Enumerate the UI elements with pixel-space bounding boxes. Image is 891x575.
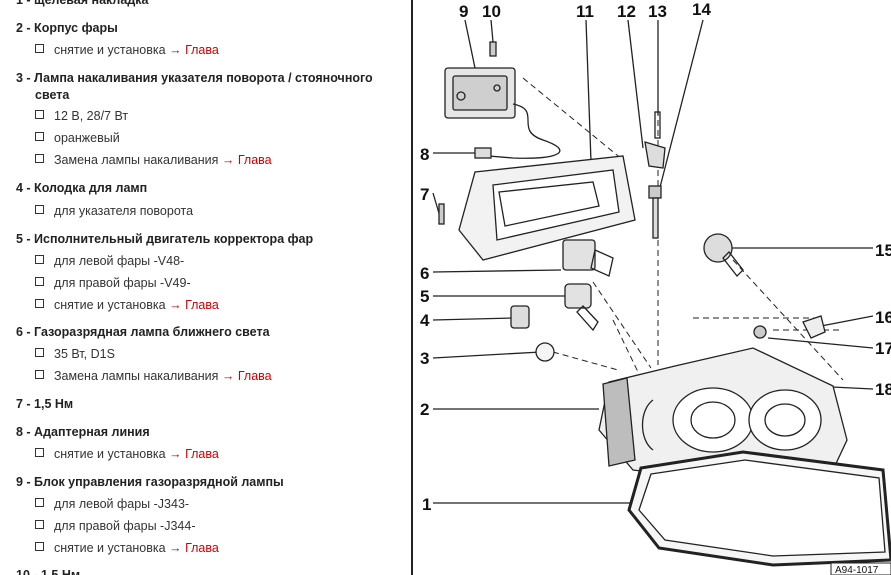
legend-subitem-text: снятие и установка bbox=[54, 447, 166, 461]
callout-10: 10 bbox=[482, 2, 501, 21]
legend-subitem: для левой фары -V48- bbox=[35, 254, 184, 268]
legend-subitem: для правой фары -V49- bbox=[35, 276, 191, 290]
square-bullet-icon bbox=[35, 154, 44, 163]
chapter-link[interactable]: → Глава bbox=[169, 43, 219, 57]
legend-subitem-text: для правой фары -J344- bbox=[54, 519, 196, 533]
exploded-diagram: 1 2 3 4 5 6 7 8 9 10 11 12 13 14 15 16 1… bbox=[413, 0, 891, 575]
legend-heading: 3 - Лампа накаливания указателя поворота… bbox=[16, 71, 373, 85]
legend-heading: 2 - Корпус фары bbox=[16, 21, 118, 35]
legend-heading-text: 6 - Газоразрядная лампа ближнего света bbox=[16, 325, 270, 339]
square-bullet-icon bbox=[35, 370, 44, 379]
legend-subitem-text: для левой фары -V48- bbox=[54, 254, 185, 268]
chapter-link[interactable]: → Глава bbox=[221, 153, 272, 167]
legend-subitem-text: Замена лампы накаливания bbox=[54, 369, 219, 383]
legend-subitem: снятие и установка → Глава bbox=[35, 298, 219, 312]
callout-18: 18 bbox=[875, 380, 891, 399]
panel-divider bbox=[411, 0, 413, 575]
callout-8: 8 bbox=[420, 145, 429, 164]
legend-heading-text: 10 - 1,5 Нм bbox=[16, 568, 81, 575]
square-bullet-icon bbox=[35, 132, 44, 141]
legend-subitem: Замена лампы накаливания → Глава bbox=[35, 153, 272, 167]
square-bullet-icon bbox=[35, 44, 44, 53]
legend-heading: 4 - Колодка для ламп bbox=[16, 181, 147, 195]
callout-3: 3 bbox=[420, 349, 429, 368]
callout-7: 7 bbox=[420, 185, 429, 204]
legend-heading-text: 7 - 1,5 Нм bbox=[16, 397, 74, 411]
callout-16: 16 bbox=[875, 308, 891, 327]
chapter-link[interactable]: → Глава bbox=[169, 541, 219, 555]
legend-subitem-text: снятие и установка bbox=[54, 43, 166, 57]
square-bullet-icon bbox=[35, 498, 44, 507]
legend-heading-text: 8 - Адаптерная линия bbox=[16, 425, 150, 439]
legend-subitem-text: снятие и установка bbox=[54, 541, 166, 555]
callout-9: 9 bbox=[459, 2, 468, 21]
legend-subitem: снятие и установка → Глава bbox=[35, 43, 219, 57]
callout-2: 2 bbox=[420, 400, 429, 419]
legend-subitem: оранжевый bbox=[35, 131, 120, 145]
legend-heading-text: 1 - щелевая накладка bbox=[16, 0, 149, 7]
legend-heading: 10 - 1,5 Нм bbox=[16, 568, 80, 575]
legend-subitem-text: оранжевый bbox=[54, 131, 120, 145]
legend-subitem: для указателя поворота bbox=[35, 204, 193, 218]
square-bullet-icon bbox=[35, 348, 44, 357]
legend-heading-text: света bbox=[35, 88, 70, 102]
legend-subitem: снятие и установка → Глава bbox=[35, 541, 219, 555]
legend-heading: 6 - Газоразрядная лампа ближнего света bbox=[16, 325, 270, 339]
chapter-link[interactable]: → Глава bbox=[221, 369, 272, 383]
callout-6: 6 bbox=[420, 264, 429, 283]
legend-heading-text: 4 - Колодка для ламп bbox=[16, 181, 148, 195]
legend-subitem: для левой фары -J343- bbox=[35, 497, 189, 511]
legend-heading: 5 - Исполнительный двигатель корректора … bbox=[16, 232, 313, 246]
square-bullet-icon bbox=[35, 520, 44, 529]
chapter-link[interactable]: → Глава bbox=[169, 298, 219, 312]
callout-5: 5 bbox=[420, 287, 429, 306]
legend-subitem: снятие и установка → Глава bbox=[35, 447, 219, 461]
callout-13: 13 bbox=[648, 2, 667, 21]
legend-panel: 1 - щелевая накладка 2 - Корпус фары сняти… bbox=[0, 0, 411, 575]
square-bullet-icon bbox=[35, 448, 44, 457]
legend-heading: 9 - Блок управления газоразрядной лампы bbox=[16, 475, 284, 489]
callout-15: 15 bbox=[875, 241, 891, 260]
square-bullet-icon bbox=[35, 110, 44, 119]
legend-subitem: Замена лампы накаливания → Глава bbox=[35, 369, 272, 383]
square-bullet-icon bbox=[35, 277, 44, 286]
legend-heading-text: 9 - Блок управления газоразрядной лампы bbox=[16, 475, 284, 489]
legend-heading-continuation: света bbox=[35, 88, 69, 102]
legend-subitem-text: снятие и установка bbox=[54, 298, 166, 312]
legend-subitem-text: 12 В, 28/7 Вт bbox=[54, 109, 129, 123]
callout-14: 14 bbox=[692, 0, 711, 19]
legend-heading: 1 - щелевая накладка bbox=[16, 0, 148, 7]
square-bullet-icon bbox=[35, 299, 44, 308]
figure-code: A94-1017 bbox=[835, 565, 879, 575]
square-bullet-icon bbox=[35, 542, 44, 551]
legend-subitem: для правой фары -J344- bbox=[35, 519, 196, 533]
callout-1: 1 bbox=[422, 495, 431, 514]
legend-heading-text: 3 - Лампа накаливания указателя поворота… bbox=[16, 71, 373, 85]
legend-heading: 7 - 1,5 Нм bbox=[16, 397, 73, 411]
legend-subitem-text: 35 Вт, D1S bbox=[54, 347, 115, 361]
legend-subitem-text: для левой фары -J343- bbox=[54, 497, 190, 511]
legend-subitem-text: для правой фары -V49- bbox=[54, 276, 191, 290]
headlight-diagram: 1 2 3 4 5 6 7 8 9 10 11 12 13 14 15 16 1… bbox=[420, 0, 891, 575]
callout-12: 12 bbox=[617, 2, 636, 21]
legend-subitem-text: Замена лампы накаливания bbox=[54, 153, 219, 167]
callout-4: 4 bbox=[420, 311, 430, 330]
callout-17: 17 bbox=[875, 339, 891, 358]
legend-heading-text: 2 - Корпус фары bbox=[16, 21, 118, 35]
callout-11: 11 bbox=[576, 2, 594, 21]
legend-heading: 8 - Адаптерная линия bbox=[16, 425, 150, 439]
square-bullet-icon bbox=[35, 255, 44, 264]
chapter-link[interactable]: → Глава bbox=[169, 447, 219, 461]
legend-subitem: 12 В, 28/7 Вт bbox=[35, 109, 128, 123]
legend-heading-text: 5 - Исполнительный двигатель корректора … bbox=[16, 232, 314, 246]
square-bullet-icon bbox=[35, 205, 44, 214]
legend-subitem: 35 Вт, D1S bbox=[35, 347, 115, 361]
legend-subitem-text: для указателя поворота bbox=[54, 204, 194, 218]
